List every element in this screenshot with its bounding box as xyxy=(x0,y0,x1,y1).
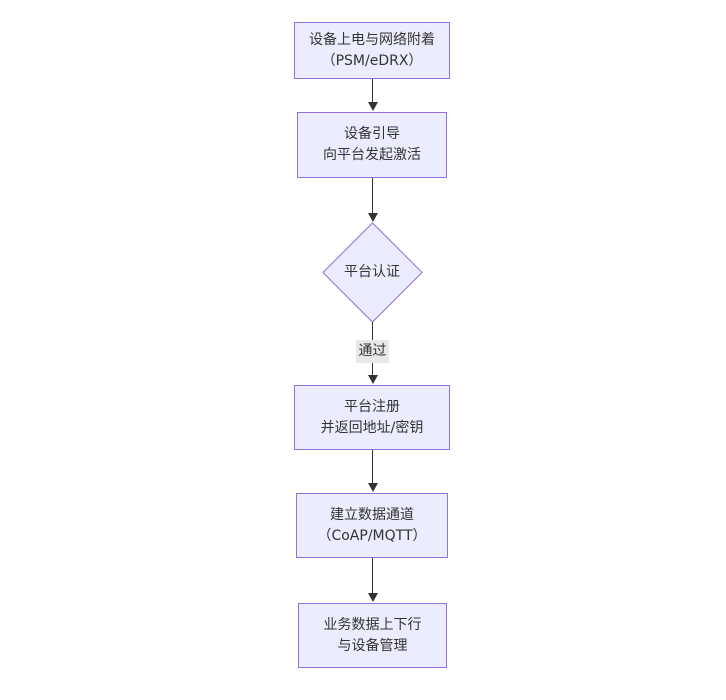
node-label-line: 设备上电与网络附着 xyxy=(309,31,435,48)
node-label-line: 并返回地址/密钥 xyxy=(320,419,424,436)
flow-node-platform-auth: 平台认证 xyxy=(322,262,422,283)
arrow-line xyxy=(372,79,373,103)
flow-node-bootstrap: 设备引导 向平台发起激活 xyxy=(297,112,447,178)
flow-node-data-channel: 建立数据通道 （CoAP/MQTT） xyxy=(296,493,448,558)
edge-label-pass: 通过 xyxy=(356,340,389,363)
node-label-line: 设备引导 xyxy=(344,126,400,142)
arrowhead-icon xyxy=(368,593,378,602)
arrow-line xyxy=(372,450,373,484)
node-label-line: （PSM/eDRX） xyxy=(321,52,423,69)
node-label-line: 向平台发起激活 xyxy=(323,147,421,163)
arrow-line xyxy=(372,558,373,594)
arrowhead-icon xyxy=(368,102,378,111)
arrowhead-icon xyxy=(368,483,378,492)
flow-node-business: 业务数据上下行 与设备管理 xyxy=(298,603,447,668)
node-label-line: 与设备管理 xyxy=(337,637,408,654)
node-label-line: 建立数据通道 xyxy=(330,506,414,523)
node-label-line: 平台认证 xyxy=(344,264,400,280)
arrowhead-icon xyxy=(368,375,378,384)
flow-node-power-attach: 设备上电与网络附着 （PSM/eDRX） xyxy=(294,22,450,79)
arrow-line xyxy=(372,178,373,214)
node-label-line: 业务数据上下行 xyxy=(323,616,422,633)
edge-label-text: 通过 xyxy=(358,343,387,359)
node-label-line: 平台注册 xyxy=(344,398,400,415)
flow-node-register: 平台注册 并返回地址/密钥 xyxy=(294,385,450,450)
node-label-line: （CoAP/MQTT） xyxy=(317,527,427,544)
arrowhead-icon xyxy=(368,213,378,222)
